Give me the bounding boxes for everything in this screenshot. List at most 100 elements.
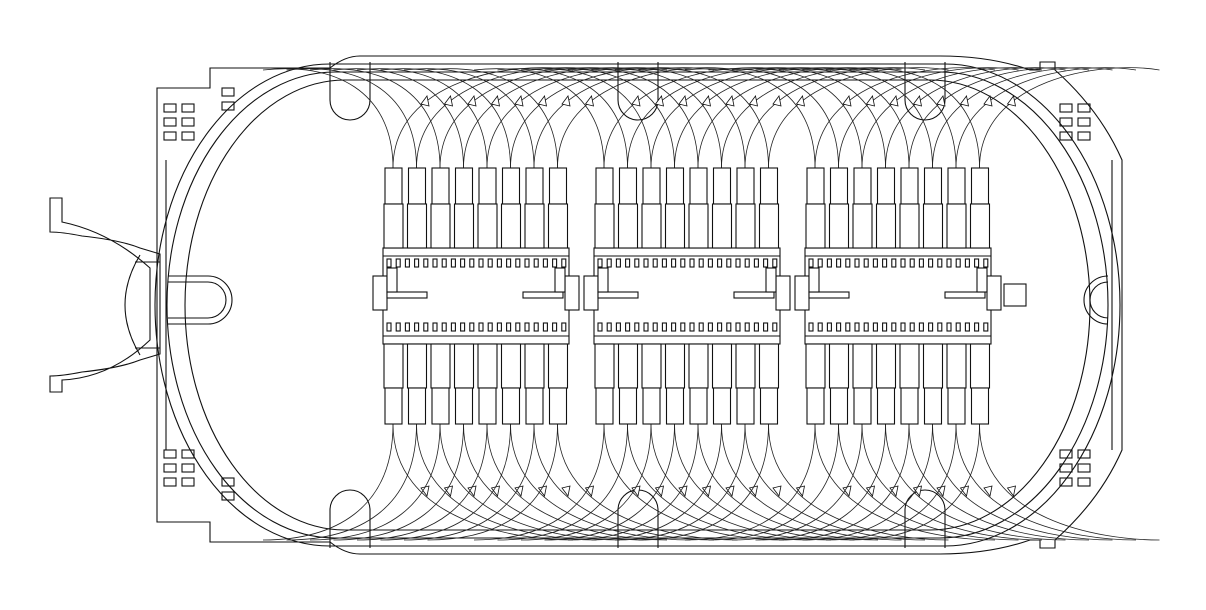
bank-tooth xyxy=(506,258,512,268)
bank-tooth xyxy=(872,322,878,332)
fiber-loop-top xyxy=(744,67,926,169)
mounting-hole xyxy=(1077,463,1091,473)
mounting-hole xyxy=(181,117,195,127)
fiber-loop-bottom xyxy=(439,423,621,541)
fiber-arrow-top xyxy=(795,95,806,107)
mounting-hole xyxy=(163,477,177,487)
bank-tooth xyxy=(432,258,438,268)
mounting-hole xyxy=(1077,449,1091,459)
mounting-hole xyxy=(221,491,235,501)
fiber-loop-bottom xyxy=(955,423,1137,541)
bank-tooth xyxy=(974,258,980,268)
connector-body-top xyxy=(735,203,756,249)
adapter-bank xyxy=(794,167,1002,425)
connector-boot-top xyxy=(407,167,427,205)
fiber-loop-bottom-return xyxy=(591,423,722,541)
fiber-arrow-top xyxy=(959,95,970,107)
mounting-hole xyxy=(181,463,195,473)
connector-body-top xyxy=(946,203,967,249)
bank-tooth xyxy=(845,322,851,332)
fiber-loop-bottom-return xyxy=(684,423,816,541)
fiber-loop-top-return xyxy=(262,68,394,169)
bank-tooth xyxy=(928,258,934,268)
bank-tooth xyxy=(671,322,677,332)
fiber-loop-top xyxy=(510,67,691,169)
mounting-hole xyxy=(163,463,177,473)
connector-body-top xyxy=(617,203,639,249)
fiber-arrow-top xyxy=(420,95,430,107)
connector-body-top xyxy=(828,203,850,249)
connector-body-bottom xyxy=(594,343,615,389)
connector-boot-bottom xyxy=(525,387,544,425)
fiber-loop-top-return xyxy=(473,68,605,169)
bank-tooth xyxy=(891,322,897,332)
bank-tooth xyxy=(478,322,484,332)
mounting-hole xyxy=(221,87,235,97)
mounting-hole xyxy=(163,117,177,127)
connector-boot-top xyxy=(478,167,497,205)
bank-latch-left xyxy=(808,291,850,299)
connector-boot-bottom xyxy=(829,387,849,425)
mounting-hole xyxy=(1059,463,1073,473)
connector-boot-bottom xyxy=(712,387,732,425)
tray-outline xyxy=(156,55,1123,555)
bank-tooth xyxy=(606,258,612,268)
bank-tooth xyxy=(726,258,732,268)
bank-clip-left xyxy=(583,275,599,311)
fiber-loop-bottom-return xyxy=(849,423,980,541)
bank-tooth xyxy=(836,258,842,268)
bank-tooth xyxy=(863,322,869,332)
bank-tooth xyxy=(395,258,401,268)
fiber-loop-bottom-return xyxy=(309,423,441,541)
mounting-hole xyxy=(1059,477,1073,487)
bank-tab-left xyxy=(386,267,398,293)
connector-boot-top xyxy=(736,167,755,205)
connector-boot-top xyxy=(806,167,825,205)
bank-tooth xyxy=(698,258,704,268)
connector-boot-bottom xyxy=(736,387,755,425)
bank-tooth xyxy=(496,322,502,332)
bank-tooth xyxy=(882,258,888,268)
bank-tooth xyxy=(671,258,677,268)
connector-boot-bottom xyxy=(595,387,614,425)
bank-tooth xyxy=(561,258,567,268)
connector-body-bottom xyxy=(500,343,522,389)
bank-tooth xyxy=(533,258,539,268)
bank-tooth xyxy=(882,322,888,332)
fiber-arrow-top xyxy=(631,95,641,107)
bank-tooth xyxy=(983,322,989,332)
connector-boot-top xyxy=(525,167,544,205)
connector-boot-top xyxy=(689,167,708,205)
connector-boot-top xyxy=(923,167,943,205)
fiber-loop-bottom-return xyxy=(731,423,863,541)
bank-tooth xyxy=(891,258,897,268)
side-guides xyxy=(168,275,1109,325)
bank-tooth xyxy=(478,258,484,268)
connector-body-bottom xyxy=(477,343,498,389)
connector-body-top xyxy=(875,203,897,249)
connector-boot-bottom xyxy=(806,387,825,425)
adapter-banks xyxy=(372,167,1002,425)
fiber-arrow-top xyxy=(842,95,852,107)
bank-tab-right xyxy=(765,267,777,293)
adapter-bank xyxy=(583,167,791,425)
bank-tooth xyxy=(955,322,961,332)
bank-tooth xyxy=(689,258,695,268)
bank-tab-left xyxy=(808,267,820,293)
fiber-arrow-top xyxy=(1006,95,1017,107)
fiber-arrow-top xyxy=(467,95,477,107)
connector-boot-top xyxy=(595,167,614,205)
bank-tooth xyxy=(423,258,429,268)
bank-tooth xyxy=(460,258,466,268)
bank-tooth xyxy=(414,258,420,268)
fiber-arrow-top xyxy=(443,95,454,107)
fiber-loop-bottom-return xyxy=(333,423,464,541)
fiber-loop-top-return xyxy=(591,68,722,169)
bank-tooth xyxy=(395,322,401,332)
bank-tooth xyxy=(689,322,695,332)
connector-body-top xyxy=(664,203,686,249)
connector-body-top xyxy=(500,203,522,249)
connector-body-bottom xyxy=(922,343,944,389)
connector-body-bottom xyxy=(641,343,662,389)
bank-tooth xyxy=(634,322,640,332)
